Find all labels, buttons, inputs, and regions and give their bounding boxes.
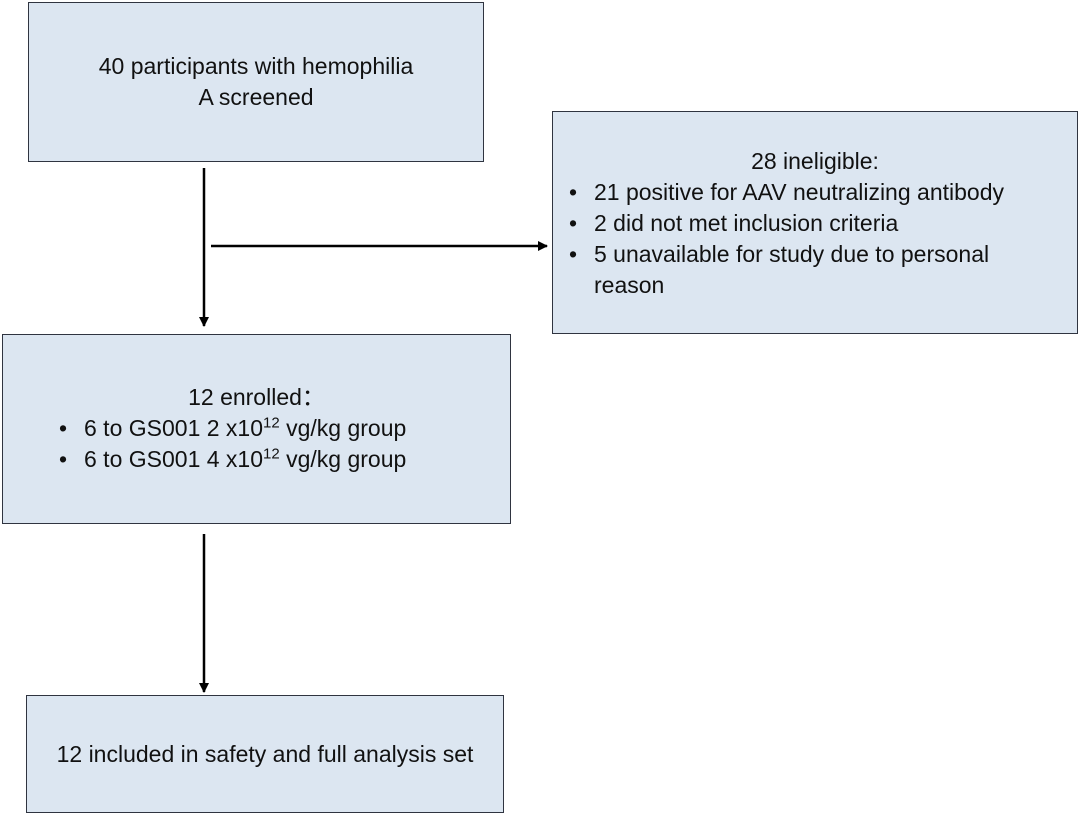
high-dose-exponent: 12 [263, 445, 280, 463]
high-dose-suffix: vg/kg group [279, 446, 407, 472]
ineligible-box: 28 ineligible: 21 positive for AAV neutr… [552, 111, 1078, 334]
ineligible-item-personal: 5 unavailable for study due to personal … [561, 239, 1069, 301]
analysis-text: 12 included in safety and full analysis … [56, 740, 474, 767]
ineligible-item-criteria: 2 did not met inclusion criteria [561, 208, 1069, 239]
ineligible-item-aav: 21 positive for AAV neutralizing antibod… [561, 177, 1069, 208]
enrolled-item-low-dose: 6 to GS001 2 x1012 vg/kg group [51, 413, 502, 444]
ineligible-list: 21 positive for AAV neutralizing antibod… [561, 177, 1069, 301]
enrolled-list: 6 to GS001 2 x1012 vg/kg group 6 to GS00… [51, 413, 502, 475]
enrolled-title: 12 enrolled： [188, 384, 325, 410]
screened-box: 40 participants with hemophilia A screen… [28, 2, 484, 162]
analysis-box: 12 included in safety and full analysis … [26, 695, 504, 813]
low-dose-exponent: 12 [263, 414, 280, 432]
high-dose-prefix: 6 to GS001 4 x10 [84, 446, 264, 472]
screened-text: 40 participants with hemophilia A screen… [98, 53, 414, 110]
low-dose-prefix: 6 to GS001 2 x10 [84, 415, 264, 441]
enrolled-item-high-dose: 6 to GS001 4 x1012 vg/kg group [51, 444, 502, 475]
low-dose-suffix: vg/kg group [279, 415, 407, 441]
enrolled-box: 12 enrolled： 6 to GS001 2 x1012 vg/kg gr… [2, 334, 511, 524]
ineligible-title: 28 ineligible: [751, 148, 879, 174]
